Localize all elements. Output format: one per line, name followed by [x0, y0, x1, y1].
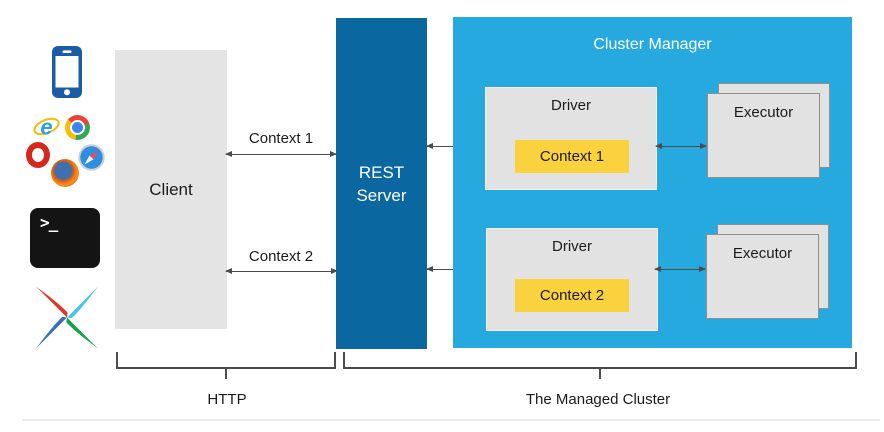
executor-label-2: Executor — [732, 245, 793, 262]
chrome-icon — [65, 115, 90, 140]
terminal-icon: >_ — [30, 208, 100, 268]
executor-stack-2: Executor — [706, 224, 830, 319]
executor-stack-1: Executor — [707, 83, 831, 178]
rest-server-box: REST Server — [336, 18, 427, 349]
driver-executor-arrow-2 — [654, 265, 706, 272]
cluster-manager-title: Cluster Manager — [593, 36, 712, 53]
executor-label-1: Executor — [733, 104, 794, 121]
driver-label-2: Driver — [552, 238, 592, 255]
ie-letter: e — [40, 115, 52, 140]
opera-icon — [26, 142, 50, 168]
driver-executor-arrow-1 — [655, 142, 707, 149]
rest-server-label-line1: REST — [358, 162, 405, 182]
client-label: Client — [149, 179, 193, 199]
airflow-pinwheel-icon — [36, 286, 98, 349]
firefox-icon — [51, 159, 79, 187]
smartphone-icon — [52, 46, 82, 98]
terminal-prompt: >_ — [40, 213, 58, 232]
executor-card-1: Executor — [707, 93, 820, 178]
rest-server-label-line2: Server — [356, 185, 407, 205]
http-label: HTTP — [207, 391, 247, 408]
driver-box-2: Driver Context 2 — [486, 228, 658, 331]
context-2-box: Context 2 — [515, 279, 629, 312]
context-1-connection-label: Context 1 — [248, 130, 314, 147]
driver-box-1: Driver Context 1 — [485, 87, 657, 190]
client-rest-arrow-2 — [225, 267, 338, 274]
context-2-box-label: Context 2 — [539, 287, 605, 304]
http-brace-tick — [225, 367, 227, 379]
driver-label-1: Driver — [551, 97, 591, 114]
managed-cluster-brace-tick — [599, 367, 601, 379]
client-rest-arrow-1 — [225, 150, 337, 157]
client-box: Client — [115, 50, 227, 329]
managed-cluster-brace — [343, 352, 857, 379]
internet-explorer-icon: e — [33, 115, 60, 140]
bottom-divider — [22, 419, 880, 421]
safari-icon — [78, 144, 105, 171]
context-1-box: Context 1 — [515, 140, 629, 173]
context-1-box-label: Context 1 — [539, 148, 605, 165]
http-brace — [116, 352, 336, 379]
context-2-connection-label: Context 2 — [248, 248, 314, 265]
managed-cluster-label: The Managed Cluster — [525, 391, 671, 408]
cluster-manager-box: Cluster Manager Driver Context 1 Executo… — [453, 17, 852, 348]
executor-card-2: Executor — [706, 234, 819, 319]
